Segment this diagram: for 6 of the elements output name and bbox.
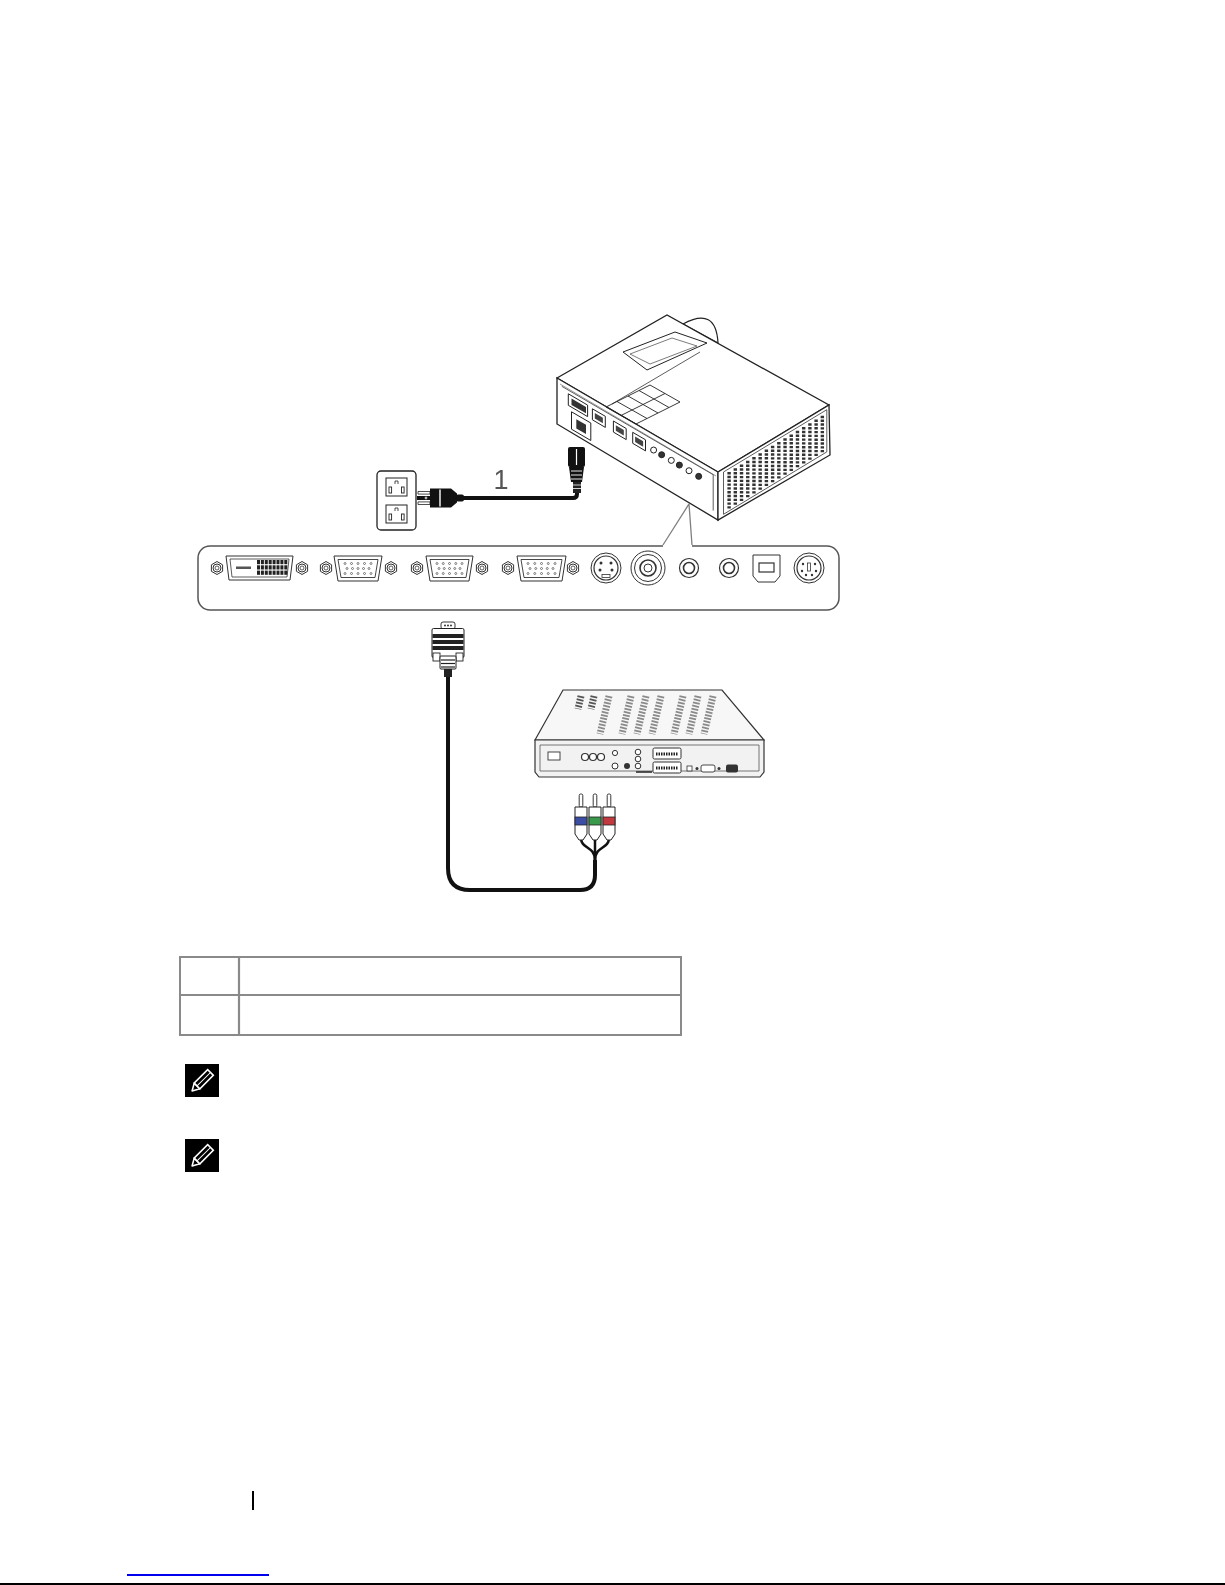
empty-table bbox=[179, 956, 682, 1036]
power-cable bbox=[417, 487, 555, 509]
wall-outlet bbox=[376, 470, 417, 531]
vga-plug bbox=[431, 621, 465, 677]
set-top-box bbox=[533, 688, 766, 780]
rca-plugs bbox=[571, 793, 619, 860]
